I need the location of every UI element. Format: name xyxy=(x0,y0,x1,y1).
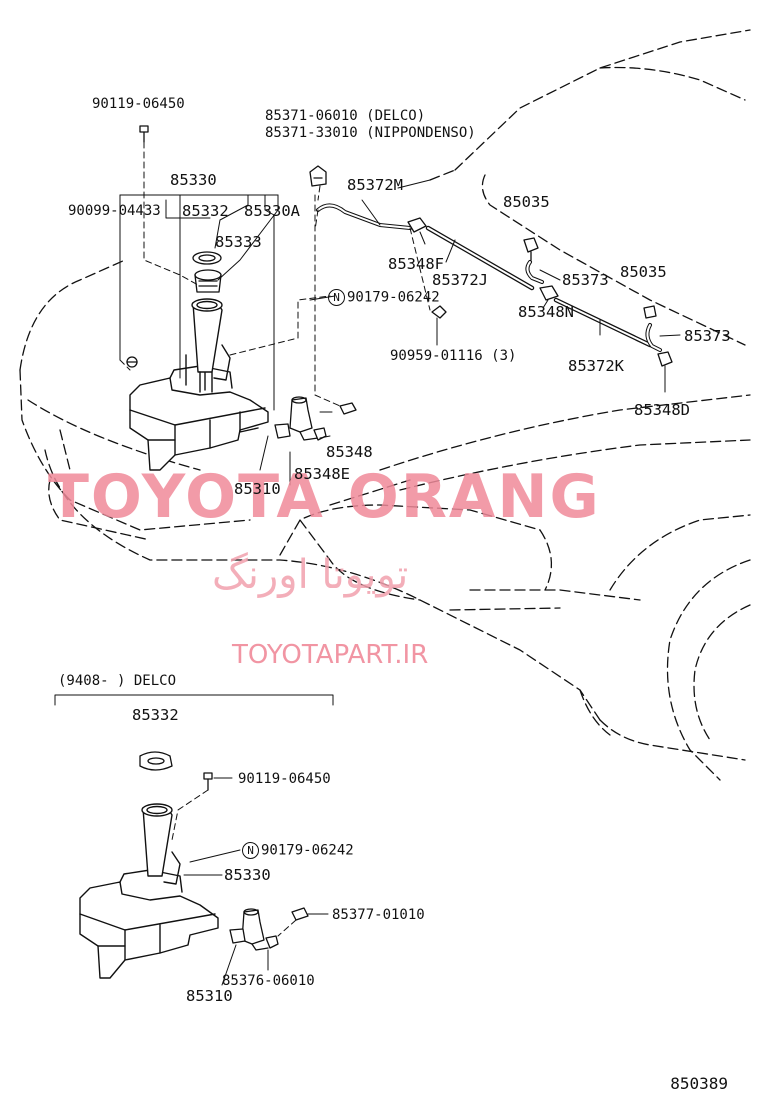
hood-outline xyxy=(429,29,751,346)
watermark-brand: TOYOTA ORANG xyxy=(48,462,601,532)
assembly-dash-main xyxy=(119,141,431,407)
new-part-mark-icon: N xyxy=(242,842,259,859)
part-label: 85330A xyxy=(244,202,300,220)
hose-85372K xyxy=(553,297,653,348)
part-label: 90959-01116 (3) xyxy=(390,348,517,364)
part-label: 85377-01010 xyxy=(332,907,425,923)
inset-pump xyxy=(229,907,309,951)
part-label: 85348F xyxy=(388,255,444,273)
part-label: 85332 xyxy=(182,202,229,220)
part-label-text: 90179-06242 xyxy=(261,842,354,859)
inset-tank xyxy=(79,803,219,979)
part-label: 85348 xyxy=(326,443,373,461)
watermark-persian: تویوتا اورنگ xyxy=(212,552,409,598)
watermark-site: TOYOTAPART.IR xyxy=(232,640,429,670)
part-label: 85372M xyxy=(347,176,403,194)
inset-heading: (9408- ) DELCO xyxy=(58,673,177,689)
part-label: 85373 xyxy=(562,271,609,289)
figure-number: 850389 xyxy=(670,1074,728,1093)
part-label: 85333 xyxy=(215,233,262,251)
hose-85372M xyxy=(316,203,412,230)
nozzle-85371 xyxy=(309,165,327,187)
pump-motor-main xyxy=(274,396,327,441)
part-label: 85035 xyxy=(503,193,550,211)
part-label: 85376-06010 xyxy=(222,973,315,989)
leader-lines-main xyxy=(119,179,681,486)
part-label: 85310 xyxy=(234,480,281,498)
filler-cap xyxy=(192,251,222,265)
clip-85035-a xyxy=(523,237,539,261)
part-label: 85330 xyxy=(170,171,217,189)
part-label: 85348N xyxy=(518,303,574,321)
wheel-arc xyxy=(666,559,751,781)
assembly-dash-inset xyxy=(171,789,297,937)
part-label: 85372J xyxy=(432,271,488,289)
clamp-90959 xyxy=(431,305,447,319)
part-label: 85035 xyxy=(620,263,667,281)
inset-bolt xyxy=(203,772,213,791)
filler-strainer xyxy=(194,269,222,293)
inset-gasket-85332 xyxy=(139,751,173,771)
new-part-mark-icon: N xyxy=(328,289,345,306)
hose-85373-a xyxy=(525,260,544,284)
leader-lines-inset xyxy=(183,777,329,986)
bolt-90119 xyxy=(139,125,149,143)
inset-frame xyxy=(54,694,334,706)
clip-85035-b xyxy=(643,305,657,319)
hose-85372J xyxy=(425,225,535,291)
part-label: 85310 xyxy=(186,987,233,1005)
bumper-outline xyxy=(27,399,201,471)
part-label: 90119-06450 xyxy=(92,96,185,112)
joint-85348D xyxy=(657,351,673,367)
joint-85348F xyxy=(407,217,427,233)
part-label: 90099-04433 xyxy=(68,203,161,219)
part-label-text: 90179-06242 xyxy=(347,289,440,306)
joint-85348 xyxy=(339,402,357,415)
joint-85348N xyxy=(539,285,559,301)
grommet-90099 xyxy=(126,356,138,368)
part-label: 85371-33010 (NIPPONDENSO) xyxy=(265,125,476,141)
hose-85373-b xyxy=(645,323,662,352)
fender-outline xyxy=(19,259,751,761)
part-label: 85348D xyxy=(634,401,690,419)
part-label: 85371-06010 (DELCO) xyxy=(265,108,426,124)
part-label: 90119-06450 xyxy=(238,771,331,787)
part-label: 85373 xyxy=(684,327,731,345)
washer-tank-main xyxy=(129,298,269,471)
part-label: 85348E xyxy=(294,465,350,483)
part-label: 85330 xyxy=(224,866,271,884)
part-label: 85332 xyxy=(132,706,179,724)
part-label: 85372K xyxy=(568,357,624,375)
